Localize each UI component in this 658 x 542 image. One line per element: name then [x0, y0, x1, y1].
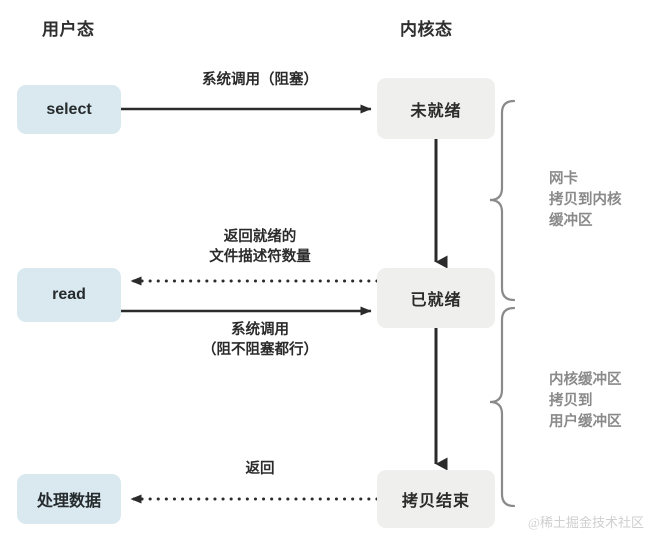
watermark: @稀土掘金技术社区 [528, 515, 644, 530]
node-ready[interactable]: 已就绪 [377, 268, 495, 328]
edge-label-syscall-nonblocking: 系统调用 （阻不阻塞都行） [202, 322, 318, 358]
node-read[interactable]: read [17, 268, 121, 322]
edge-label-syscall-blocking: 系统调用（阻塞） [202, 72, 318, 88]
node-not-ready[interactable]: 未就绪 [377, 78, 495, 139]
node-process-data[interactable]: 处理数据 [17, 474, 121, 524]
edge-label-return-ready-count: 返回就绪的 文件描述符数量 [209, 229, 311, 265]
column-header-user-mode: 用户态 [42, 20, 95, 39]
node-select[interactable]: select [17, 85, 121, 134]
column-header-kernel-mode: 内核态 [400, 20, 453, 39]
edge-label-return: 返回 [245, 461, 275, 477]
bracket-label-kernel-to-user: 内核缓冲区 拷贝到 用户缓冲区 [549, 372, 622, 430]
bracket-label-nic-to-kernel: 网卡 拷贝到内核 缓冲区 [549, 171, 622, 229]
node-copy-done[interactable]: 拷贝结束 [377, 470, 495, 528]
